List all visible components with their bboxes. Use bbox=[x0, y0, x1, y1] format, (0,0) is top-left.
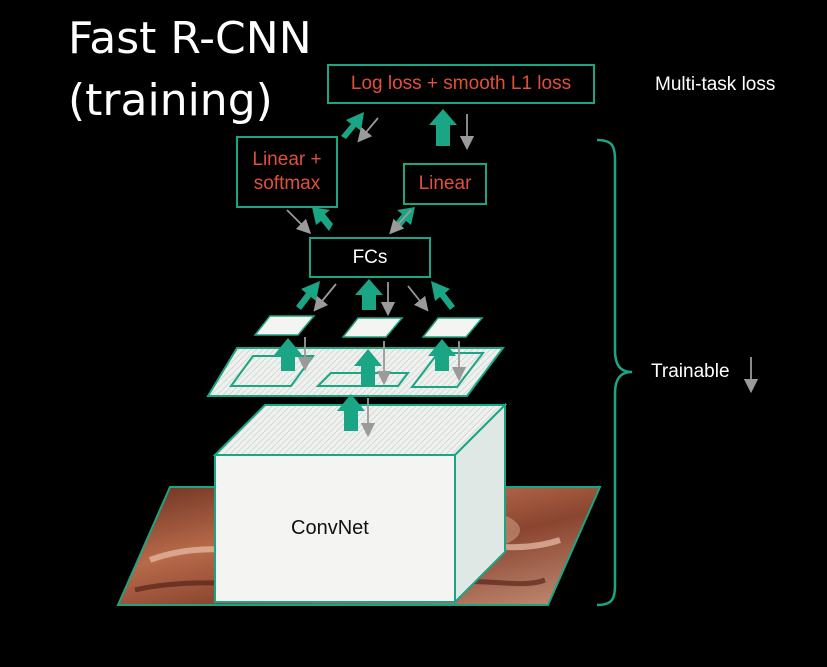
down-arrow-icon bbox=[407, 285, 429, 312]
up-arrow-icon bbox=[394, 207, 415, 231]
down-arrow-icon bbox=[389, 209, 412, 235]
linear-box: Linear bbox=[403, 163, 487, 205]
up-arrow-icon bbox=[431, 281, 455, 310]
roi-3 bbox=[409, 352, 486, 388]
slide-title-line1: Fast R-CNN bbox=[68, 13, 312, 64]
up-arrow-icon bbox=[337, 394, 365, 431]
linear-softmax-line1: Linear + bbox=[252, 149, 322, 170]
down-arrow-icons bbox=[286, 114, 759, 438]
roi-pooled-features bbox=[253, 315, 484, 338]
down-arrow-icon bbox=[286, 209, 312, 235]
up-arrow-icon bbox=[354, 349, 382, 386]
up-arrow-icons bbox=[274, 109, 457, 431]
multitask-loss-label: Multi-task loss bbox=[655, 74, 776, 95]
slide-title-line2: (training) bbox=[68, 75, 273, 126]
convnet-label: ConvNet bbox=[291, 517, 369, 539]
loss-box-label: Log loss + smooth L1 loss bbox=[350, 73, 572, 94]
down-arrow-icon bbox=[313, 283, 337, 312]
up-arrow-icon bbox=[428, 339, 456, 371]
down-arrow-icon bbox=[357, 117, 379, 143]
fcs-box-label: FCs bbox=[352, 246, 388, 268]
up-arrow-icon bbox=[429, 109, 457, 146]
up-arrow-icon bbox=[341, 112, 364, 139]
up-arrow-icon bbox=[312, 207, 333, 231]
convnet-block bbox=[212, 402, 508, 605]
fcs-box: FCs bbox=[309, 237, 431, 278]
linear-softmax-box: Linear + softmax bbox=[236, 136, 338, 208]
linear-box-label: Linear bbox=[418, 173, 472, 194]
up-arrow-icon bbox=[296, 281, 320, 310]
up-arrow-icon bbox=[355, 279, 383, 310]
up-arrow-icon bbox=[274, 338, 302, 371]
linear-softmax-line2: softmax bbox=[253, 173, 321, 194]
loss-box: Log loss + smooth L1 loss bbox=[327, 64, 595, 104]
brace-icon bbox=[596, 138, 633, 607]
trainable-label: Trainable bbox=[651, 361, 730, 382]
